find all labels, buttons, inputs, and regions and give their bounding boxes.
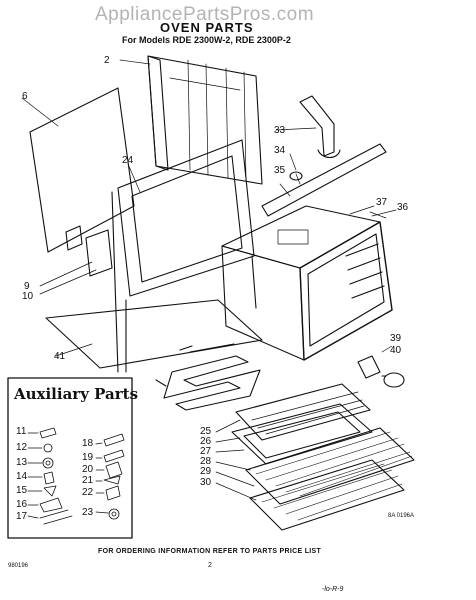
part-light-socket [357, 355, 405, 388]
reference-code: 8A 0196A [388, 513, 415, 519]
watermark: AppliancePartsPros.com [95, 4, 315, 25]
callout-28: 28 [200, 456, 212, 467]
callout-19: 19 [82, 452, 94, 463]
callout-41: 41 [54, 351, 66, 362]
callout-35: 35 [274, 165, 286, 176]
part-front-frame [117, 139, 255, 297]
callout-17: 17 [16, 511, 28, 522]
callout-25: 25 [200, 426, 212, 437]
callout-33: 33 [274, 125, 286, 136]
part-rear-wall [119, 55, 263, 185]
part-broiler-pan [231, 403, 373, 465]
part-grommet [289, 171, 303, 181]
callout-9: 9 [24, 281, 30, 292]
part-lower-rack [249, 459, 405, 531]
handwritten-mark: -lo-R-9 [322, 586, 344, 593]
callout-15: 15 [16, 485, 28, 496]
callout-6: 6 [22, 91, 28, 102]
cabinet-outline [111, 191, 257, 373]
aux-parts-title: Auxiliary Parts [14, 385, 139, 403]
part-oven-liner [221, 205, 393, 361]
ordering-info: FOR ORDERING INFORMATION REFER TO PARTS … [98, 548, 322, 555]
callout-29: 29 [200, 466, 212, 477]
callout-16: 16 [16, 499, 28, 510]
callout-20: 20 [82, 464, 94, 475]
callout-36: 36 [397, 202, 409, 213]
page-number: 2 [208, 562, 212, 569]
callout-30: 30 [200, 477, 212, 488]
part-oven-rack [245, 427, 415, 505]
callout-13: 13 [16, 457, 28, 468]
callout-10: 10 [22, 291, 34, 302]
model-subtitle: For Models RDE 2300W-2, RDE 2300P-2 [122, 35, 291, 45]
callout-34: 34 [274, 145, 286, 156]
callout-2: 2 [104, 55, 110, 66]
part-bracket [39, 225, 113, 295]
page-title: OVEN PARTS [160, 20, 254, 35]
part-bake-element [155, 343, 261, 411]
callout-27: 27 [200, 446, 212, 457]
callout-23: 23 [82, 507, 94, 518]
callout-18: 18 [82, 438, 94, 449]
part-side-panel [21, 87, 135, 253]
callout-24: 24 [122, 155, 134, 166]
callout-12: 12 [16, 442, 28, 453]
aux-parts-box [7, 377, 133, 539]
part-vent-tube [275, 95, 341, 159]
callout-21: 21 [82, 475, 94, 486]
callout-40: 40 [390, 345, 402, 356]
callout-14: 14 [16, 471, 28, 482]
callout-26: 26 [200, 436, 212, 447]
callout-39: 39 [390, 333, 402, 344]
part-bottom-panel [45, 299, 263, 369]
callout-11: 11 [16, 426, 27, 437]
leader-lines [215, 153, 397, 501]
part-vent-bar [261, 143, 387, 217]
document-number: 980196 [8, 563, 29, 569]
callout-37: 37 [376, 197, 388, 208]
callout-22: 22 [82, 487, 94, 498]
